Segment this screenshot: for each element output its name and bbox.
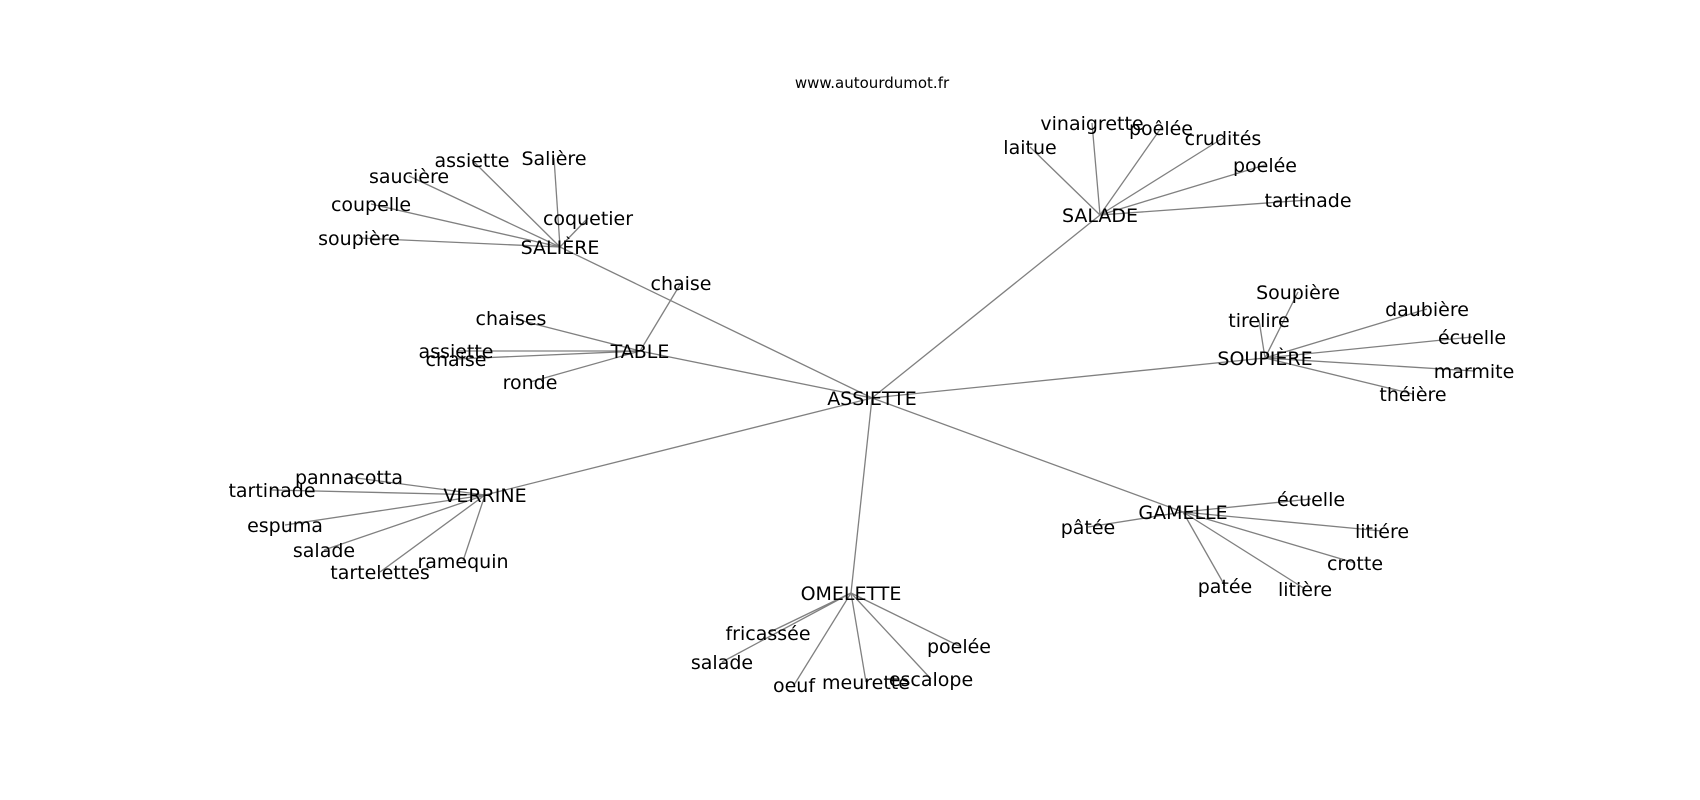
- edge-soupiere-4: [1264, 357, 1475, 372]
- root-node-label: ASSIETTE: [827, 388, 917, 410]
- leaf-node-soupiere-4: marmite: [1434, 361, 1515, 383]
- edge-table-3: [455, 350, 641, 360]
- leaf-node-salade-4: poelée: [1233, 155, 1297, 177]
- edge-omelette-1: [721, 592, 852, 663]
- edge-root-verrine: [484, 397, 873, 496]
- edge-root-salade: [871, 214, 1101, 399]
- graph-nodes: ASSIETTE SALIÈRE assiette Salière saucière co…: [228, 113, 1514, 697]
- leaf-node-gamelle-0: écuelle: [1277, 489, 1345, 511]
- edge-saliere-2: [408, 175, 561, 248]
- edge-salade-4: [1099, 164, 1266, 216]
- edge-gamelle-3: [1182, 511, 1356, 564]
- leaf-node-saliere-2: saucière: [369, 166, 449, 188]
- leaf-node-gamelle-1: pâtée: [1061, 517, 1116, 539]
- leaf-node-table-4: ronde: [503, 372, 558, 394]
- leaf-node-omelette-5: escalope: [889, 669, 973, 691]
- edge-soupiere-5: [1264, 357, 1414, 395]
- leaf-node-verrine-2: espuma: [247, 515, 323, 537]
- leaf-node-saliere-1: Salière: [521, 148, 586, 170]
- edge-verrine-5: [462, 494, 486, 562]
- edge-salade-0: [1091, 122, 1101, 216]
- leaf-node-omelette-4: meurette: [822, 672, 910, 694]
- leaf-node-salade-5: tartinade: [1264, 190, 1351, 212]
- edge-soupiere-1: [1264, 308, 1428, 359]
- edge-table-4: [529, 350, 641, 383]
- edge-gamelle-0: [1182, 498, 1312, 513]
- leaf-node-gamelle-5: litière: [1278, 579, 1332, 601]
- edge-saliere-1: [553, 157, 561, 248]
- leaf-node-salade-1: poêlée: [1129, 118, 1193, 140]
- leaf-node-saliere-5: soupière: [318, 228, 400, 250]
- leaf-node-omelette-3: oeuf: [773, 675, 816, 697]
- edge-omelette-5: [850, 592, 932, 680]
- hub-node-omelette: OMELETTE: [801, 583, 902, 605]
- hub-node-salade: SALADE: [1062, 205, 1138, 227]
- edge-root-gamelle: [871, 397, 1184, 513]
- hub-node-table: TABLE: [610, 341, 670, 363]
- edge-gamelle-1: [1087, 511, 1184, 528]
- leaf-node-verrine-5: ramequin: [417, 551, 508, 573]
- edge-table-0: [639, 282, 682, 352]
- leaf-node-table-3: chaise: [426, 349, 487, 371]
- edge-saliere-4: [559, 217, 589, 248]
- edge-verrine-1: [271, 489, 486, 496]
- edge-soupiere-2: [1258, 319, 1266, 359]
- edge-saliere-0: [471, 159, 561, 248]
- leaf-node-soupiere-5: théière: [1379, 384, 1446, 406]
- leaf-node-saliere-0: assiette: [435, 150, 510, 172]
- edge-omelette-3: [793, 592, 852, 686]
- edge-root-omelette: [850, 397, 873, 594]
- leaf-node-omelette-0: fricassée: [725, 623, 810, 645]
- edge-salade-1: [1099, 127, 1162, 216]
- leaf-node-verrine-0: pannacotta: [295, 467, 403, 489]
- site-watermark: www.autourdumot.fr: [795, 74, 950, 92]
- leaf-node-table-2: assiette: [419, 341, 494, 363]
- leaf-node-saliere-4: coquetier: [543, 208, 633, 230]
- leaf-node-salade-2: laitue: [1003, 137, 1056, 159]
- edge-root-soupiere: [871, 357, 1266, 399]
- leaf-node-soupiere-1: daubière: [1385, 299, 1469, 321]
- edge-salade-3: [1099, 137, 1224, 216]
- leaf-node-verrine-4: tartelettes: [330, 562, 430, 584]
- edge-gamelle-4: [1182, 511, 1226, 587]
- edge-salade-5: [1099, 199, 1309, 216]
- edge-saliere-5: [358, 237, 561, 248]
- edge-root-table: [639, 350, 873, 399]
- leaf-node-table-0: chaise: [651, 273, 712, 295]
- edge-table-1: [510, 317, 641, 352]
- edge-gamelle-5: [1182, 511, 1306, 590]
- hub-node-gamelle: GAMELLE: [1138, 502, 1227, 524]
- edge-saliere-3: [370, 203, 561, 248]
- leaf-node-gamelle-4: patée: [1198, 576, 1253, 598]
- leaf-node-salade-0: vinaigrette: [1040, 113, 1143, 135]
- hub-node-saliere: SALIÈRE: [521, 236, 600, 259]
- edge-root-saliere: [559, 246, 873, 399]
- edge-gamelle-2: [1182, 511, 1383, 532]
- leaf-node-soupiere-0: Soupière: [1256, 282, 1340, 304]
- graph-edges: [271, 122, 1475, 686]
- leaf-node-omelette-1: salade: [691, 652, 753, 674]
- leaf-node-saliere-3: coupelle: [331, 194, 411, 216]
- edge-verrine-2: [284, 494, 486, 526]
- hub-node-soupiere: SOUPIÈRE: [1217, 347, 1312, 370]
- edge-omelette-2: [850, 592, 960, 647]
- edge-omelette-4: [850, 592, 867, 683]
- leaf-node-verrine-1: tartinade: [228, 480, 315, 502]
- leaf-node-verrine-3: salade: [293, 540, 355, 562]
- edge-verrine-0: [348, 476, 486, 496]
- edge-soupiere-3: [1264, 336, 1473, 359]
- leaf-node-soupiere-2: tirelire: [1228, 310, 1289, 332]
- leaf-node-gamelle-3: crotte: [1327, 553, 1383, 575]
- leaf-node-soupiere-3: écuelle: [1438, 327, 1506, 349]
- leaf-node-salade-3: crudités: [1185, 128, 1262, 150]
- leaf-node-gamelle-2: litiére: [1355, 521, 1409, 543]
- leaf-node-omelette-2: poelée: [927, 636, 991, 658]
- hub-node-verrine: VERRINE: [443, 485, 526, 507]
- edge-soupiere-0: [1264, 291, 1299, 359]
- leaf-node-table-1: chaises: [476, 308, 547, 330]
- edge-verrine-3: [323, 494, 486, 551]
- edge-salade-2: [1029, 146, 1101, 216]
- edge-verrine-4: [379, 494, 486, 573]
